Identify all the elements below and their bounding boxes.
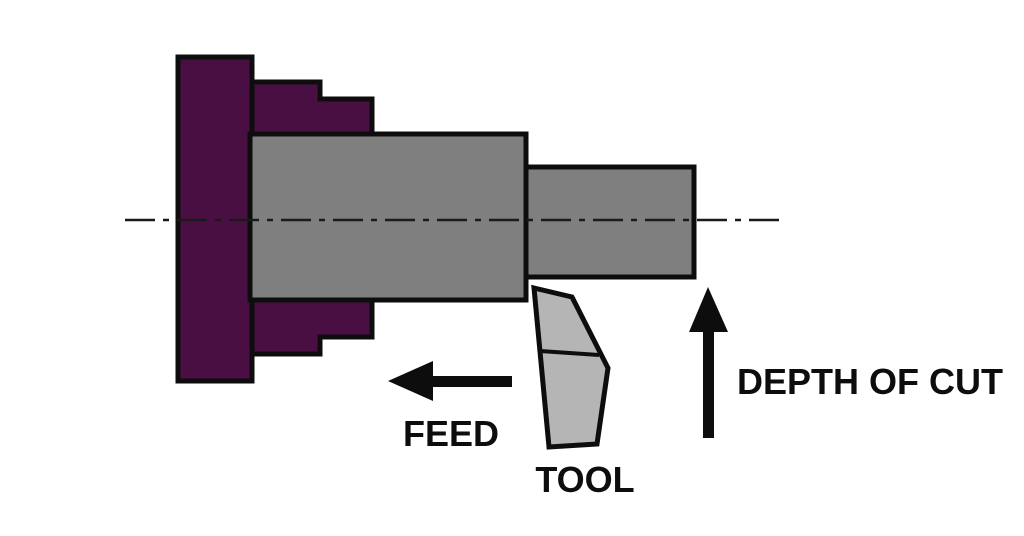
feed-arrow	[388, 361, 512, 401]
depth-of-cut-label: DEPTH OF CUT	[737, 361, 1003, 402]
depth-arrow-shaft	[703, 328, 714, 438]
feed-arrow-head	[388, 361, 433, 401]
workpiece-main-section	[247, 131, 529, 303]
depth-of-cut-arrow	[689, 287, 728, 438]
tool-label: TOOL	[535, 459, 634, 500]
cutting-tool	[531, 284, 611, 450]
feed-arrow-shaft	[428, 376, 512, 387]
workpiece-turned-section	[523, 164, 697, 280]
chuck-jaw-top	[249, 79, 375, 138]
depth-arrow-head	[689, 287, 728, 332]
chuck-jaw-bottom	[249, 297, 375, 357]
tool-insert-line	[539, 349, 600, 357]
feed-label: FEED	[403, 413, 499, 454]
